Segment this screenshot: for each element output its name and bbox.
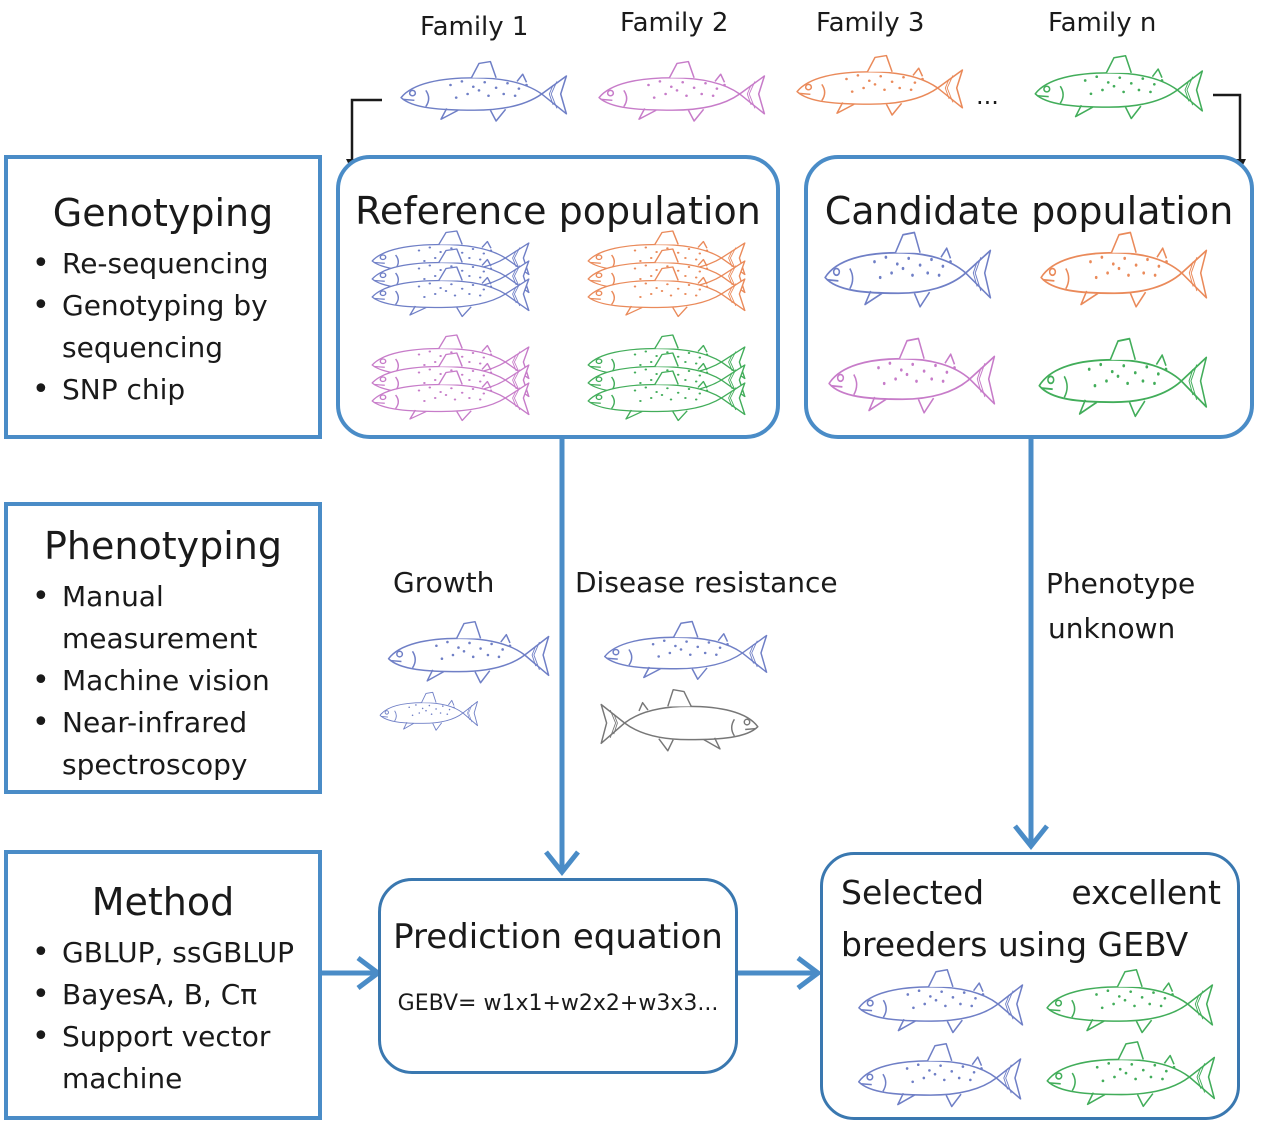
breeders-using-gebv-label: breeders using GEBV — [841, 925, 1189, 964]
fish-icon — [372, 618, 556, 692]
fish-icon — [370, 690, 482, 736]
family-3-label: Family 3 — [816, 8, 925, 38]
fish-icon — [808, 228, 998, 318]
disease-resistance-label: Disease resistance — [575, 566, 838, 599]
prediction-equation-box: Prediction equation GEBV= w1x1+w2x2+w3x3… — [378, 878, 738, 1074]
fish-icon — [1022, 334, 1214, 428]
fish-icon — [356, 368, 536, 428]
phenotype-label: Phenotype — [1046, 567, 1196, 600]
method-box: Method GBLUP, ssGBLUP BayesA, B, Cπ Supp… — [4, 850, 322, 1120]
prediction-equation-title: Prediction equation — [393, 917, 723, 957]
list-item: GBLUP, ssGBLUP — [26, 932, 316, 974]
fish-icon — [384, 58, 574, 130]
selected-label: Selected — [841, 873, 985, 912]
families-ellipsis: ... — [976, 82, 999, 110]
family-2-label: Family 2 — [620, 8, 729, 38]
family-1-label: Family 1 — [420, 12, 529, 42]
fish-icon — [842, 966, 1030, 1042]
list-item: Re-sequencing — [26, 243, 316, 285]
list-item: Machine vision — [26, 660, 316, 702]
list-item: BayesA, B, Cπ — [26, 974, 316, 1016]
list-item: SNP chip — [26, 369, 316, 411]
method-list: GBLUP, ssGBLUP BayesA, B, Cπ Support vec… — [26, 932, 316, 1100]
fish-icon — [842, 1040, 1028, 1116]
candidate-population-title: Candidate population — [824, 189, 1234, 233]
genotyping-title: Genotyping — [52, 191, 274, 235]
excellent-label: excellent — [1071, 873, 1221, 912]
phenotyping-title: Phenotyping — [44, 524, 282, 568]
unknown-label: unknown — [1048, 612, 1176, 645]
fish-icon — [582, 58, 772, 130]
fish-icon — [1030, 1038, 1222, 1116]
fish-icon — [572, 264, 752, 324]
fish-icon — [572, 368, 752, 428]
gebv-equation: GEBV= w1x1+w2x2+w3x3... — [397, 991, 719, 1016]
phenotyping-box: Phenotyping Manual measurement Machine v… — [4, 502, 322, 794]
family-to-reference-arrow — [346, 98, 382, 171]
fish-icon — [780, 52, 970, 124]
list-item: Genotyping by sequencing — [26, 285, 316, 369]
genotyping-box: Genotyping Re-sequencing Genotyping by s… — [4, 155, 322, 439]
method-title: Method — [91, 880, 235, 924]
list-item: Support vector machine — [26, 1016, 316, 1100]
fish-icon — [356, 264, 536, 324]
phenotyping-list: Manual measurement Machine vision Near-i… — [26, 576, 316, 786]
genotyping-list: Re-sequencing Genotyping by sequencing S… — [26, 243, 316, 411]
list-item: Manual measurement — [26, 576, 316, 660]
fish-icon — [588, 618, 774, 688]
fish-icon — [812, 334, 1002, 424]
family-n-label: Family n — [1048, 8, 1157, 38]
fish-icon — [594, 686, 774, 760]
list-item: Near-infrared spectroscopy — [26, 702, 316, 786]
fish-icon — [1024, 228, 1214, 318]
fish-icon — [1030, 966, 1220, 1042]
growth-label: Growth — [393, 566, 495, 599]
fish-icon — [1018, 52, 1210, 128]
reference-population-title: Reference population — [355, 189, 761, 233]
family-to-candidate-arrow — [1213, 93, 1246, 171]
